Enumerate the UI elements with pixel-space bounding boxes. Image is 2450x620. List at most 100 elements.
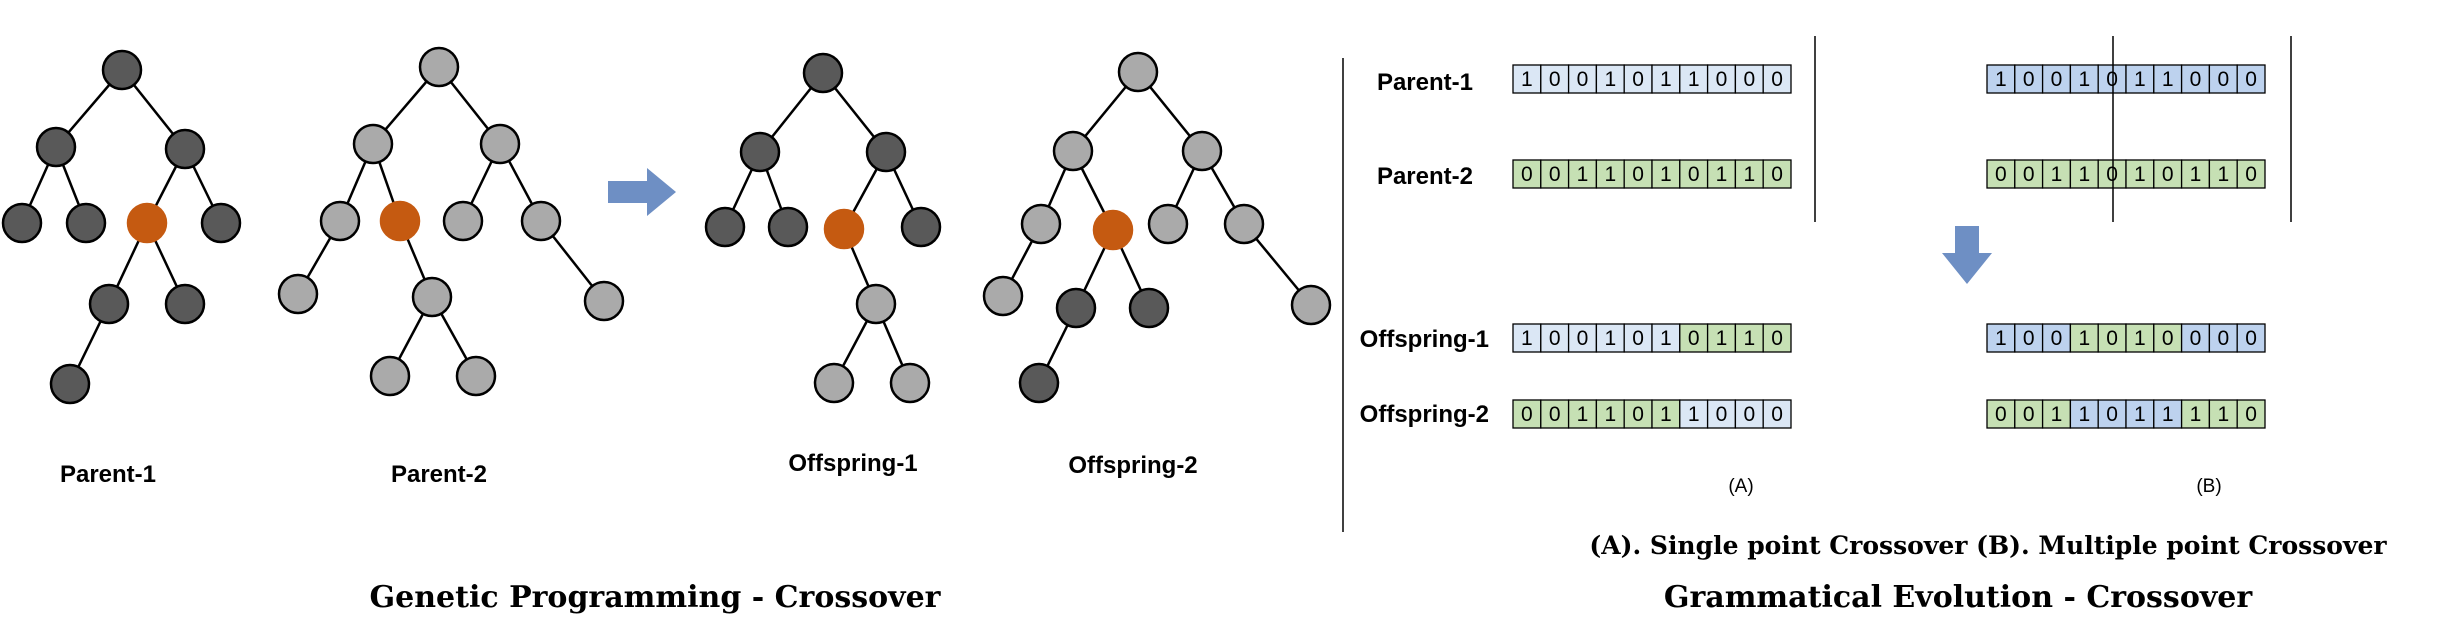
tree-parent-2 — [277, 46, 625, 397]
tree-node — [1, 202, 43, 244]
crossover-node — [823, 208, 865, 250]
bit-value: 0 — [1577, 327, 1589, 350]
tree-node — [455, 355, 497, 397]
bit-cell — [2125, 64, 2155, 94]
bit-value: 1 — [1995, 327, 2007, 350]
bit-value: 1 — [1577, 163, 1589, 186]
row-label-offspring-1: Offspring-1 — [1360, 326, 1489, 353]
bit-cell — [2236, 399, 2266, 429]
bit-value: 1 — [1688, 68, 1700, 91]
bit-value: 0 — [2023, 403, 2035, 426]
bit-cell — [1623, 64, 1653, 94]
tree-node — [900, 206, 942, 248]
bit-value: 1 — [2217, 163, 2229, 186]
bit-cell — [2180, 323, 2211, 353]
tree-node — [704, 206, 746, 248]
tree-node — [369, 355, 411, 397]
bit-cell — [1595, 159, 1625, 189]
bit-value: 0 — [1549, 163, 1561, 186]
tree-node — [1052, 130, 1094, 172]
bit-cell — [2180, 399, 2211, 429]
bit-cell — [1567, 159, 1598, 189]
bit-cell — [1512, 64, 1542, 94]
bit-value: 0 — [1632, 68, 1644, 91]
bit-value: 0 — [1632, 163, 1644, 186]
ge-title: Grammatical Evolution - Crossover — [1664, 580, 2254, 615]
bit-cell — [1986, 399, 2016, 429]
bit-value: 1 — [1660, 163, 1672, 186]
bit-value: 0 — [1771, 403, 1783, 426]
bit-value: 0 — [2023, 68, 2035, 91]
bit-cell — [1651, 399, 1681, 429]
bit-cell — [2069, 399, 2099, 429]
bit-cell — [2208, 159, 2238, 189]
tree-node — [1020, 203, 1062, 245]
bit-cell — [1679, 323, 1709, 353]
bit-value: 0 — [1995, 163, 2007, 186]
bit-cell — [2014, 323, 2044, 353]
bit-value: 0 — [2217, 68, 2229, 91]
bit-value: 0 — [1632, 403, 1644, 426]
bit-value: 1 — [2134, 327, 2146, 350]
bit-value: 0 — [1771, 68, 1783, 91]
bit-cell — [2208, 323, 2238, 353]
tree-node — [520, 200, 562, 242]
bit-value: 0 — [2051, 68, 2063, 91]
bit-value: 1 — [2078, 163, 2090, 186]
bit-value: 1 — [2190, 403, 2202, 426]
bit-cell — [2236, 159, 2266, 189]
bit-cell — [1679, 64, 1709, 94]
bit-value: 1 — [1743, 327, 1755, 350]
bit-value: 0 — [1632, 327, 1644, 350]
tree-node — [65, 202, 107, 244]
bit-value: 1 — [1688, 403, 1700, 426]
bit-cell — [2153, 159, 2183, 189]
bit-value: 0 — [2245, 68, 2257, 91]
tree-node — [352, 123, 394, 165]
tree-label-parent-2: Parent-2 — [391, 461, 487, 488]
tree-node — [1128, 287, 1170, 329]
bit-value: 1 — [1660, 327, 1672, 350]
bit-value: 0 — [1549, 68, 1561, 91]
bit-cell — [1679, 159, 1709, 189]
tree-node — [411, 276, 453, 318]
ge-caption: (A). Single point Crossover (B). Multipl… — [1589, 531, 2387, 560]
bit-value: 0 — [1771, 327, 1783, 350]
bit-value: 0 — [2106, 403, 2118, 426]
bit-cell — [1706, 64, 1737, 94]
bit-cell — [1762, 323, 1792, 353]
bit-value: 0 — [2245, 163, 2257, 186]
tree-node — [739, 131, 781, 173]
bit-cell — [2097, 323, 2127, 353]
bit-value: 0 — [1716, 403, 1728, 426]
tree-node — [442, 200, 484, 242]
bit-cell — [1623, 159, 1653, 189]
bit-value: 1 — [2217, 403, 2229, 426]
tree-node — [88, 283, 130, 325]
tree-offspring-2 — [982, 51, 1332, 404]
bit-value: 1 — [2051, 403, 2063, 426]
bit-cell — [2069, 159, 2099, 189]
right-arrow-icon — [608, 168, 676, 216]
bit-value: 1 — [2051, 163, 2063, 186]
bit-value: 1 — [2162, 403, 2174, 426]
gp-title: Genetic Programming - Crossover — [370, 580, 942, 615]
bit-value: 0 — [1521, 403, 1533, 426]
bit-cell — [2208, 399, 2238, 429]
bit-cell — [1512, 159, 1542, 189]
bit-value: 0 — [1577, 68, 1589, 91]
bit-value: 0 — [1688, 163, 1700, 186]
bit-cell — [1706, 159, 1737, 189]
bit-cell — [1567, 323, 1598, 353]
bit-cell — [2180, 159, 2211, 189]
bit-value: 0 — [2106, 327, 2118, 350]
tree-node — [1018, 362, 1060, 404]
bit-cell — [2041, 399, 2072, 429]
bit-value: 0 — [1743, 403, 1755, 426]
tree-node — [855, 283, 897, 325]
crossover-node — [379, 200, 421, 242]
